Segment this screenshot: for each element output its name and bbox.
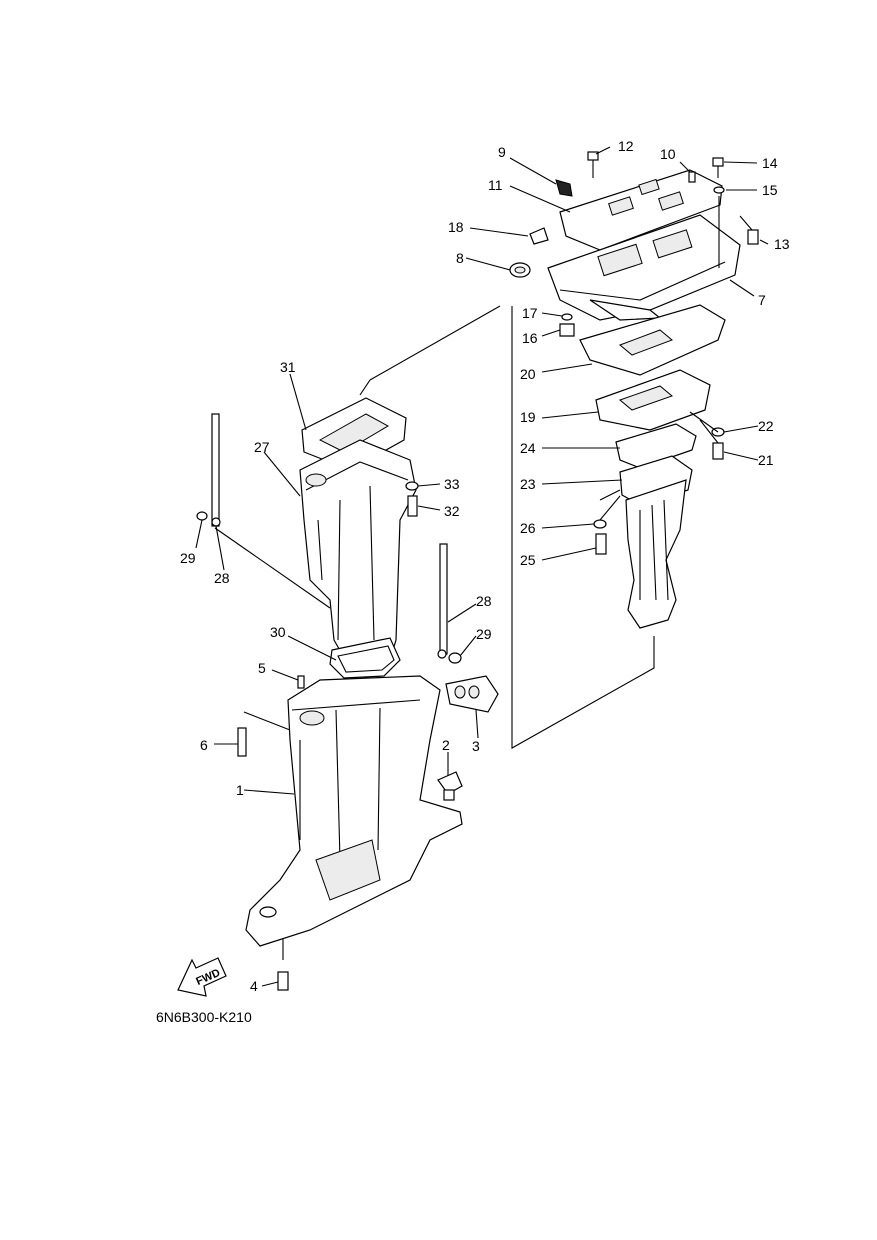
callout-13: 13 <box>774 236 790 252</box>
callout-31: 31 <box>280 359 296 375</box>
exhaust-pipe-23 <box>619 455 693 629</box>
callout-27: 27 <box>254 439 270 455</box>
callout-19: 19 <box>520 409 536 425</box>
callout-3: 3 <box>472 738 480 754</box>
callout-14: 14 <box>762 155 778 171</box>
rubber-seal-28-left <box>211 413 220 527</box>
callout-5: 5 <box>258 660 266 676</box>
drawing-code: 6N6B300-K210 <box>156 1009 252 1025</box>
grommet-3 <box>445 675 499 713</box>
callout-28-left: 28 <box>214 570 230 586</box>
callout-24: 24 <box>520 440 536 456</box>
upper-casing-1 <box>245 675 463 947</box>
rubber-seal-28-right <box>439 543 448 655</box>
callout-23: 23 <box>520 476 536 492</box>
callout-2: 2 <box>442 737 450 753</box>
callout-21: 21 <box>758 452 774 468</box>
callout-29-right: 29 <box>476 626 492 642</box>
callout-labels: 1 2 3 4 5 6 7 8 9 10 11 12 13 14 15 16 1… <box>180 138 790 994</box>
callout-32: 32 <box>444 503 460 519</box>
callout-8: 8 <box>456 250 464 266</box>
callout-16: 16 <box>522 330 538 346</box>
callout-12: 12 <box>618 138 634 154</box>
callout-15: 15 <box>762 182 778 198</box>
exhaust-guide-assembly <box>509 151 759 337</box>
callout-28-right: 28 <box>476 593 492 609</box>
callout-6: 6 <box>200 737 208 753</box>
callout-4: 4 <box>250 978 258 994</box>
callout-7: 7 <box>758 292 766 308</box>
callout-9: 9 <box>498 144 506 160</box>
callout-20: 20 <box>520 366 536 382</box>
seal-30 <box>329 637 401 679</box>
callout-25: 25 <box>520 552 536 568</box>
fwd-arrow-icon: FWD <box>177 957 227 997</box>
callout-26: 26 <box>520 520 536 536</box>
exhaust-housing-27 <box>299 439 417 669</box>
gasket-24 <box>615 423 697 469</box>
callout-18: 18 <box>448 219 464 235</box>
callout-33: 33 <box>444 476 460 492</box>
callout-30: 30 <box>270 624 286 640</box>
callout-10: 10 <box>660 146 676 162</box>
callout-22: 22 <box>758 418 774 434</box>
leader-lines <box>195 146 769 987</box>
callout-1: 1 <box>236 782 244 798</box>
assembly-bracket-line <box>359 305 655 749</box>
callout-11: 11 <box>488 177 503 193</box>
callout-29-left: 29 <box>180 550 196 566</box>
callout-17: 17 <box>522 305 538 321</box>
